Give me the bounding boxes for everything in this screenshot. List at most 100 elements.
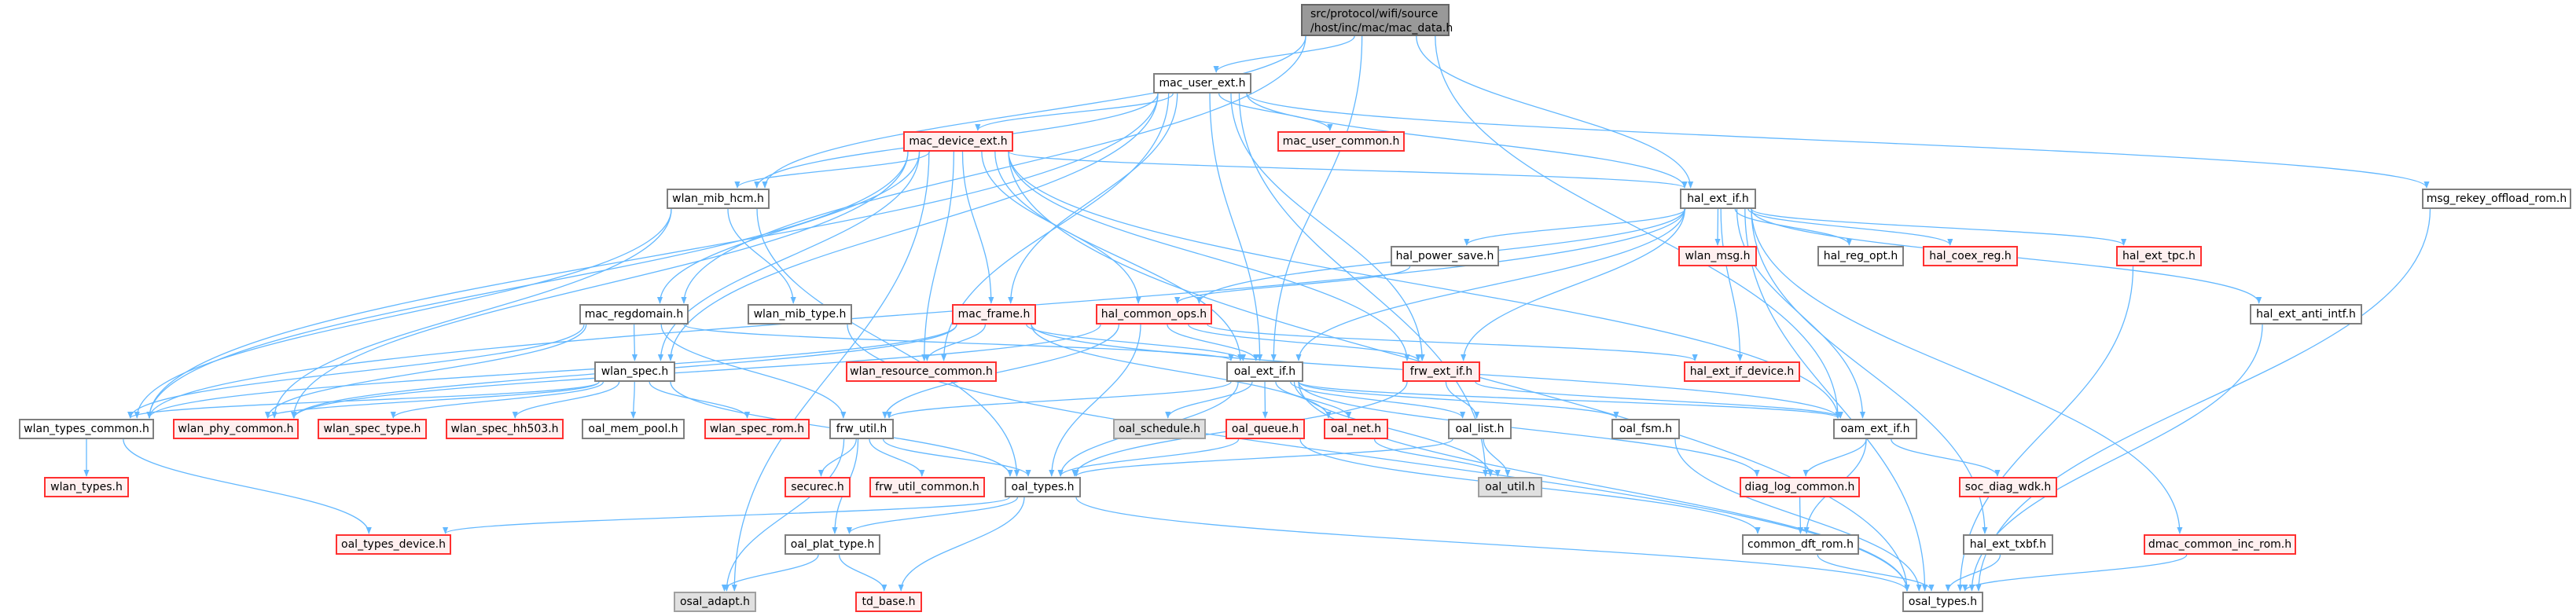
- edge-hal_ext_if-to-osal_types: [1744, 208, 1928, 592]
- edge-hal_power_save-to-hal_common_ops: [1174, 266, 1411, 304]
- node-hal-power-save[interactable]: hal_power_save.h: [1391, 246, 1499, 266]
- node-hal-coex-reg[interactable]: hal_coex_reg.h: [1923, 246, 2018, 266]
- edge-oal_ext_if-to-oal_schedule: [1165, 381, 1253, 419]
- node-mac-regdomain[interactable]: mac_regdomain.h: [579, 304, 689, 324]
- node-frw-util-common[interactable]: frw_util_common.h: [869, 477, 985, 497]
- edge-hal_ext_if-to-hal_ext_tpc: [1751, 208, 2127, 246]
- edge-mac_device_ext-to-wlan_resource_common: [921, 151, 955, 361]
- edge-hal_common_ops-to-oal_ext_if: [1167, 324, 1259, 361]
- edge-frw_util-to-osal_adapt: [723, 438, 845, 592]
- edge-wlan_mib_hcm-to-wlan_types_common: [134, 208, 672, 419]
- edge-mac_device_ext-to-mac_regdomain: [656, 151, 921, 304]
- edge-wlan_types_common-to-oal_types_device: [123, 438, 372, 534]
- edge-oal_types-to-osal_types: [1075, 497, 1910, 592]
- edge-oal_ext_if-to-oal_net: [1275, 381, 1352, 419]
- node-oal-plat-type[interactable]: oal_plat_type.h: [785, 534, 880, 555]
- node-oal-types[interactable]: oal_types.h: [1005, 477, 1081, 497]
- node-oam-ext-if[interactable]: oam_ext_if.h: [1833, 419, 1917, 439]
- edge-mac_user_ext-to-hal_ext_if: [1246, 93, 1688, 189]
- edge-wlan_spec-to-wlan_phy_common: [265, 381, 600, 419]
- edge-root-to-oal_ext_if: [1270, 35, 1363, 361]
- node-oal-queue[interactable]: oal_queue.h: [1226, 419, 1305, 439]
- edge-mac_regdomain-to-wlan_phy_common: [264, 324, 587, 419]
- edge-hal_common_ops-to-frw_ext_if: [1188, 324, 1421, 361]
- edge-root-to-hal_ext_if: [1416, 35, 1694, 189]
- node-hal-ext-txbf[interactable]: hal_ext_txbf.h: [1963, 534, 2053, 555]
- node-oal-ext-if[interactable]: oal_ext_if.h: [1226, 361, 1303, 382]
- node-mac-device-ext[interactable]: mac_device_ext.h: [903, 131, 1013, 152]
- root-node-line2: /host/inc/mac/mac_data.h: [1310, 22, 1453, 35]
- edge-mac_regdomain-to-frw_util: [660, 324, 847, 419]
- edge-mac_device_ext-to-frw_ext_if: [1008, 151, 1410, 361]
- node-wlan-spec[interactable]: wlan_spec.h: [594, 361, 675, 382]
- node-mac-frame[interactable]: mac_frame.h: [952, 304, 1036, 324]
- node-msg-rekey[interactable]: msg_rekey_offload_rom.h: [2422, 189, 2571, 209]
- edge-oal_list-to-oal_types: [1073, 438, 1453, 477]
- node-mac-user-common[interactable]: mac_user_common.h: [1277, 131, 1405, 152]
- node-wlan-phy-common[interactable]: wlan_phy_common.h: [173, 419, 299, 439]
- node-securec[interactable]: securec.h: [785, 477, 851, 497]
- node-hal-ext-tpc[interactable]: hal_ext_tpc.h: [2116, 246, 2202, 266]
- node-wlan-resource-common[interactable]: wlan_resource_common.h: [846, 361, 997, 382]
- node-oal-mem-pool[interactable]: oal_mem_pool.h: [582, 419, 685, 439]
- node-wlan-types-common[interactable]: wlan_types_common.h: [19, 419, 154, 439]
- node-oal-schedule[interactable]: oal_schedule.h: [1113, 419, 1206, 439]
- edge-oal_list-to-oal_util: [1483, 438, 1511, 477]
- edge-mac_device_ext-to-mac_frame: [961, 151, 994, 304]
- node-wlan-mib-hcm[interactable]: wlan_mib_hcm.h: [667, 189, 770, 209]
- node-hal-ext-anti-intf[interactable]: hal_ext_anti_intf.h: [2250, 304, 2362, 324]
- edge-wlan_spec-to-wlan_spec_type: [390, 381, 604, 419]
- node-dmac-common-inc-rom[interactable]: dmac_common_inc_rom.h: [2144, 534, 2296, 555]
- edge-mac_device_ext-to-oal_ext_if: [994, 151, 1244, 361]
- node-wlan-spec-hh503[interactable]: wlan_spec_hh503.h: [446, 419, 564, 439]
- edge-mac_device_ext-to-wlan_spec: [657, 151, 921, 361]
- node-diag-log-common[interactable]: diag_log_common.h: [1740, 477, 1860, 497]
- edge-oal_types-to-oal_plat_type: [846, 497, 1019, 534]
- edge-diag_log_common-to-common_dft_rom: [1797, 497, 1804, 534]
- node-osal-types[interactable]: osal_types.h: [1902, 592, 1983, 612]
- node-wlan-spec-type[interactable]: wlan_spec_type.h: [318, 419, 427, 439]
- node-oal-util[interactable]: oal_util.h: [1478, 477, 1542, 497]
- edge-hal_ext_if-to-hal_power_save: [1464, 208, 1686, 246]
- node-hal-common-ops[interactable]: hal_common_ops.h: [1096, 304, 1212, 324]
- node-wlan-spec-rom[interactable]: wlan_spec_rom.h: [704, 419, 810, 439]
- edge-msg_rekey-to-osal_types: [1975, 208, 2431, 592]
- root-node-mac-data-h[interactable]: src/protocol/wifi/source /host/inc/mac/m…: [1301, 4, 1453, 36]
- edge-mac_user_ext-to-frw_ext_if: [1230, 93, 1425, 361]
- node-mac-user-ext[interactable]: mac_user_ext.h: [1153, 73, 1251, 94]
- edge-hal_common_ops-to-oal_types: [1049, 324, 1141, 477]
- node-oal-net[interactable]: oal_net.h: [1324, 419, 1388, 439]
- edge-mac_user_ext-to-wlan_spec: [667, 93, 1159, 361]
- node-oal-fsm[interactable]: oal_fsm.h: [1611, 419, 1680, 439]
- node-oal-list[interactable]: oal_list.h: [1448, 419, 1512, 439]
- edge-mac_user_ext-to-msg_rekey: [1246, 93, 2430, 189]
- edge-oal_ext_if-to-oal_list: [1290, 381, 1466, 419]
- node-hal-ext-if[interactable]: hal_ext_if.h: [1680, 189, 1756, 209]
- edge-mac_frame-to-oal_net: [1031, 324, 1332, 419]
- node-wlan-msg[interactable]: wlan_msg.h: [1678, 246, 1757, 266]
- edge-mac_device_ext-to-wlan_phy_common: [290, 151, 909, 419]
- edge-hal_ext_if-to-dmac_common_inc_rom: [1751, 208, 2183, 534]
- node-wlan-types[interactable]: wlan_types.h: [44, 477, 129, 497]
- edge-hal_ext_if-to-hal_reg_opt: [1734, 208, 1853, 246]
- node-hal-ext-if-device[interactable]: hal_ext_if_device.h: [1684, 361, 1800, 382]
- node-common-dft-rom[interactable]: common_dft_rom.h: [1742, 534, 1859, 555]
- node-oal-types-device[interactable]: oal_types_device.h: [336, 534, 451, 555]
- edge-oal_ext_if-to-diag_log_common: [1298, 381, 1760, 477]
- edge-hal_common_ops-to-frw_util: [882, 324, 1120, 419]
- edge-oam_ext_if-to-soc_diag_wdk: [1891, 438, 2001, 477]
- node-frw-ext-if[interactable]: frw_ext_if.h: [1402, 361, 1480, 382]
- edge-oal_plat_type-to-td_base: [838, 554, 887, 592]
- node-hal-reg-opt[interactable]: hal_reg_opt.h: [1817, 246, 1904, 266]
- edge-oal_plat_type-to-osal_adapt: [721, 554, 819, 592]
- node-frw-util[interactable]: frw_util.h: [829, 419, 894, 439]
- node-td-base[interactable]: td_base.h: [855, 592, 922, 612]
- node-wlan-mib-type[interactable]: wlan_mib_type.h: [748, 304, 852, 324]
- edge-frw_ext_if-to-oam_ext_if: [1475, 381, 1843, 419]
- edge-mac_user_ext-to-wlan_types_common: [146, 93, 1159, 419]
- edge-oal_ext_if-to-frw_util: [886, 381, 1232, 419]
- node-osal-adapt[interactable]: osal_adapt.h: [674, 592, 756, 612]
- edge-mac_user_ext-to-mac_device_ext: [975, 93, 1174, 131]
- node-soc-diag-wdk[interactable]: soc_diag_wdk.h: [1959, 477, 2057, 497]
